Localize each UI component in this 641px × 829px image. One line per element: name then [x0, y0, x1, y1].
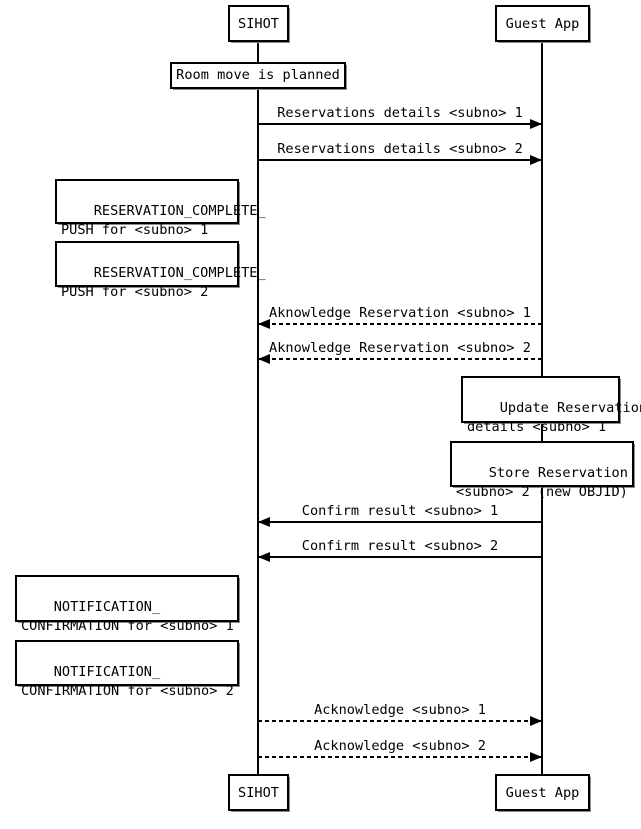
message-line: [258, 358, 542, 360]
actor-label: SIHOT: [238, 784, 279, 801]
message-confirm-result-1: Confirm result <subno> 1: [258, 503, 542, 527]
note-text: Store Reservation <subno> 2 (new OBJID): [456, 465, 628, 500]
message-label: Aknowledge Reservation <subno> 1: [269, 305, 531, 321]
note-update-reservation-details: Update Reservation details <subno> 1: [461, 376, 641, 435]
message-confirm-result-2: Confirm result <subno> 2: [258, 538, 542, 562]
message-line: [258, 756, 542, 758]
actor-label: Guest App: [505, 15, 580, 32]
actor-sihot-top: SIHOT: [228, 5, 289, 42]
message-line: [258, 123, 542, 125]
message-label: Acknowledge <subno> 1: [314, 702, 486, 718]
message-aknowledge-reservation-1: Aknowledge Reservation <subno> 1: [258, 305, 542, 329]
message-line: [258, 556, 542, 558]
message-label: Aknowledge Reservation <subno> 2: [269, 340, 531, 356]
arrow-left-icon: [258, 354, 270, 364]
note-store-reservation: Store Reservation <subno> 2 (new OBJID): [450, 441, 634, 500]
message-label: Confirm result <subno> 2: [301, 538, 499, 554]
message-label: Confirm result <subno> 1: [301, 503, 499, 519]
arrow-left-icon: [258, 517, 270, 527]
message-line: [258, 521, 542, 523]
note-text: NOTIFICATION_ CONFIRMATION for <subno> 2: [21, 664, 234, 699]
note-text: Update Reservation details <subno> 1: [467, 400, 641, 435]
arrow-right-icon: [530, 155, 542, 165]
arrow-left-icon: [258, 319, 270, 329]
message-line: [258, 323, 542, 325]
message-line: [258, 720, 542, 722]
actor-sihot-bottom: SIHOT: [228, 774, 289, 811]
note-text: RESERVATION_COMPLETE_ PUSH for <subno> 1: [61, 203, 266, 238]
actor-guest-app-bottom: Guest App: [495, 774, 590, 811]
note-text: Room move is planned: [176, 67, 340, 83]
message-label: Acknowledge <subno> 2: [314, 738, 486, 754]
actor-guest-app-top: Guest App: [495, 5, 590, 42]
note-text: NOTIFICATION_ CONFIRMATION for <subno> 1: [21, 599, 234, 634]
note-notification-confirmation-1: NOTIFICATION_ CONFIRMATION for <subno> 1: [15, 575, 239, 634]
message-label: Reservations details <subno> 2: [277, 141, 523, 157]
note-reservation-complete-push-2: RESERVATION_COMPLETE_ PUSH for <subno> 2: [55, 241, 266, 300]
actor-label: SIHOT: [238, 15, 279, 32]
note-notification-confirmation-2: NOTIFICATION_ CONFIRMATION for <subno> 2: [15, 640, 239, 699]
arrow-right-icon: [530, 752, 542, 762]
message-reservations-details-1: Reservations details <subno> 1: [258, 105, 542, 129]
message-reservations-details-2: Reservations details <subno> 2: [258, 141, 542, 165]
actor-label: Guest App: [505, 784, 580, 801]
message-acknowledge-1: Acknowledge <subno> 1: [258, 702, 542, 726]
note-text: RESERVATION_COMPLETE_ PUSH for <subno> 2: [61, 265, 266, 300]
message-aknowledge-reservation-2: Aknowledge Reservation <subno> 2: [258, 340, 542, 364]
arrow-right-icon: [530, 716, 542, 726]
message-label: Reservations details <subno> 1: [277, 105, 523, 121]
note-reservation-complete-push-1: RESERVATION_COMPLETE_ PUSH for <subno> 1: [55, 179, 266, 238]
lifeline-sihot: [257, 42, 259, 774]
note-room-move-planned: Room move is planned: [170, 62, 346, 89]
message-acknowledge-2: Acknowledge <subno> 2: [258, 738, 542, 762]
message-line: [258, 159, 542, 161]
arrow-left-icon: [258, 552, 270, 562]
arrow-right-icon: [530, 119, 542, 129]
